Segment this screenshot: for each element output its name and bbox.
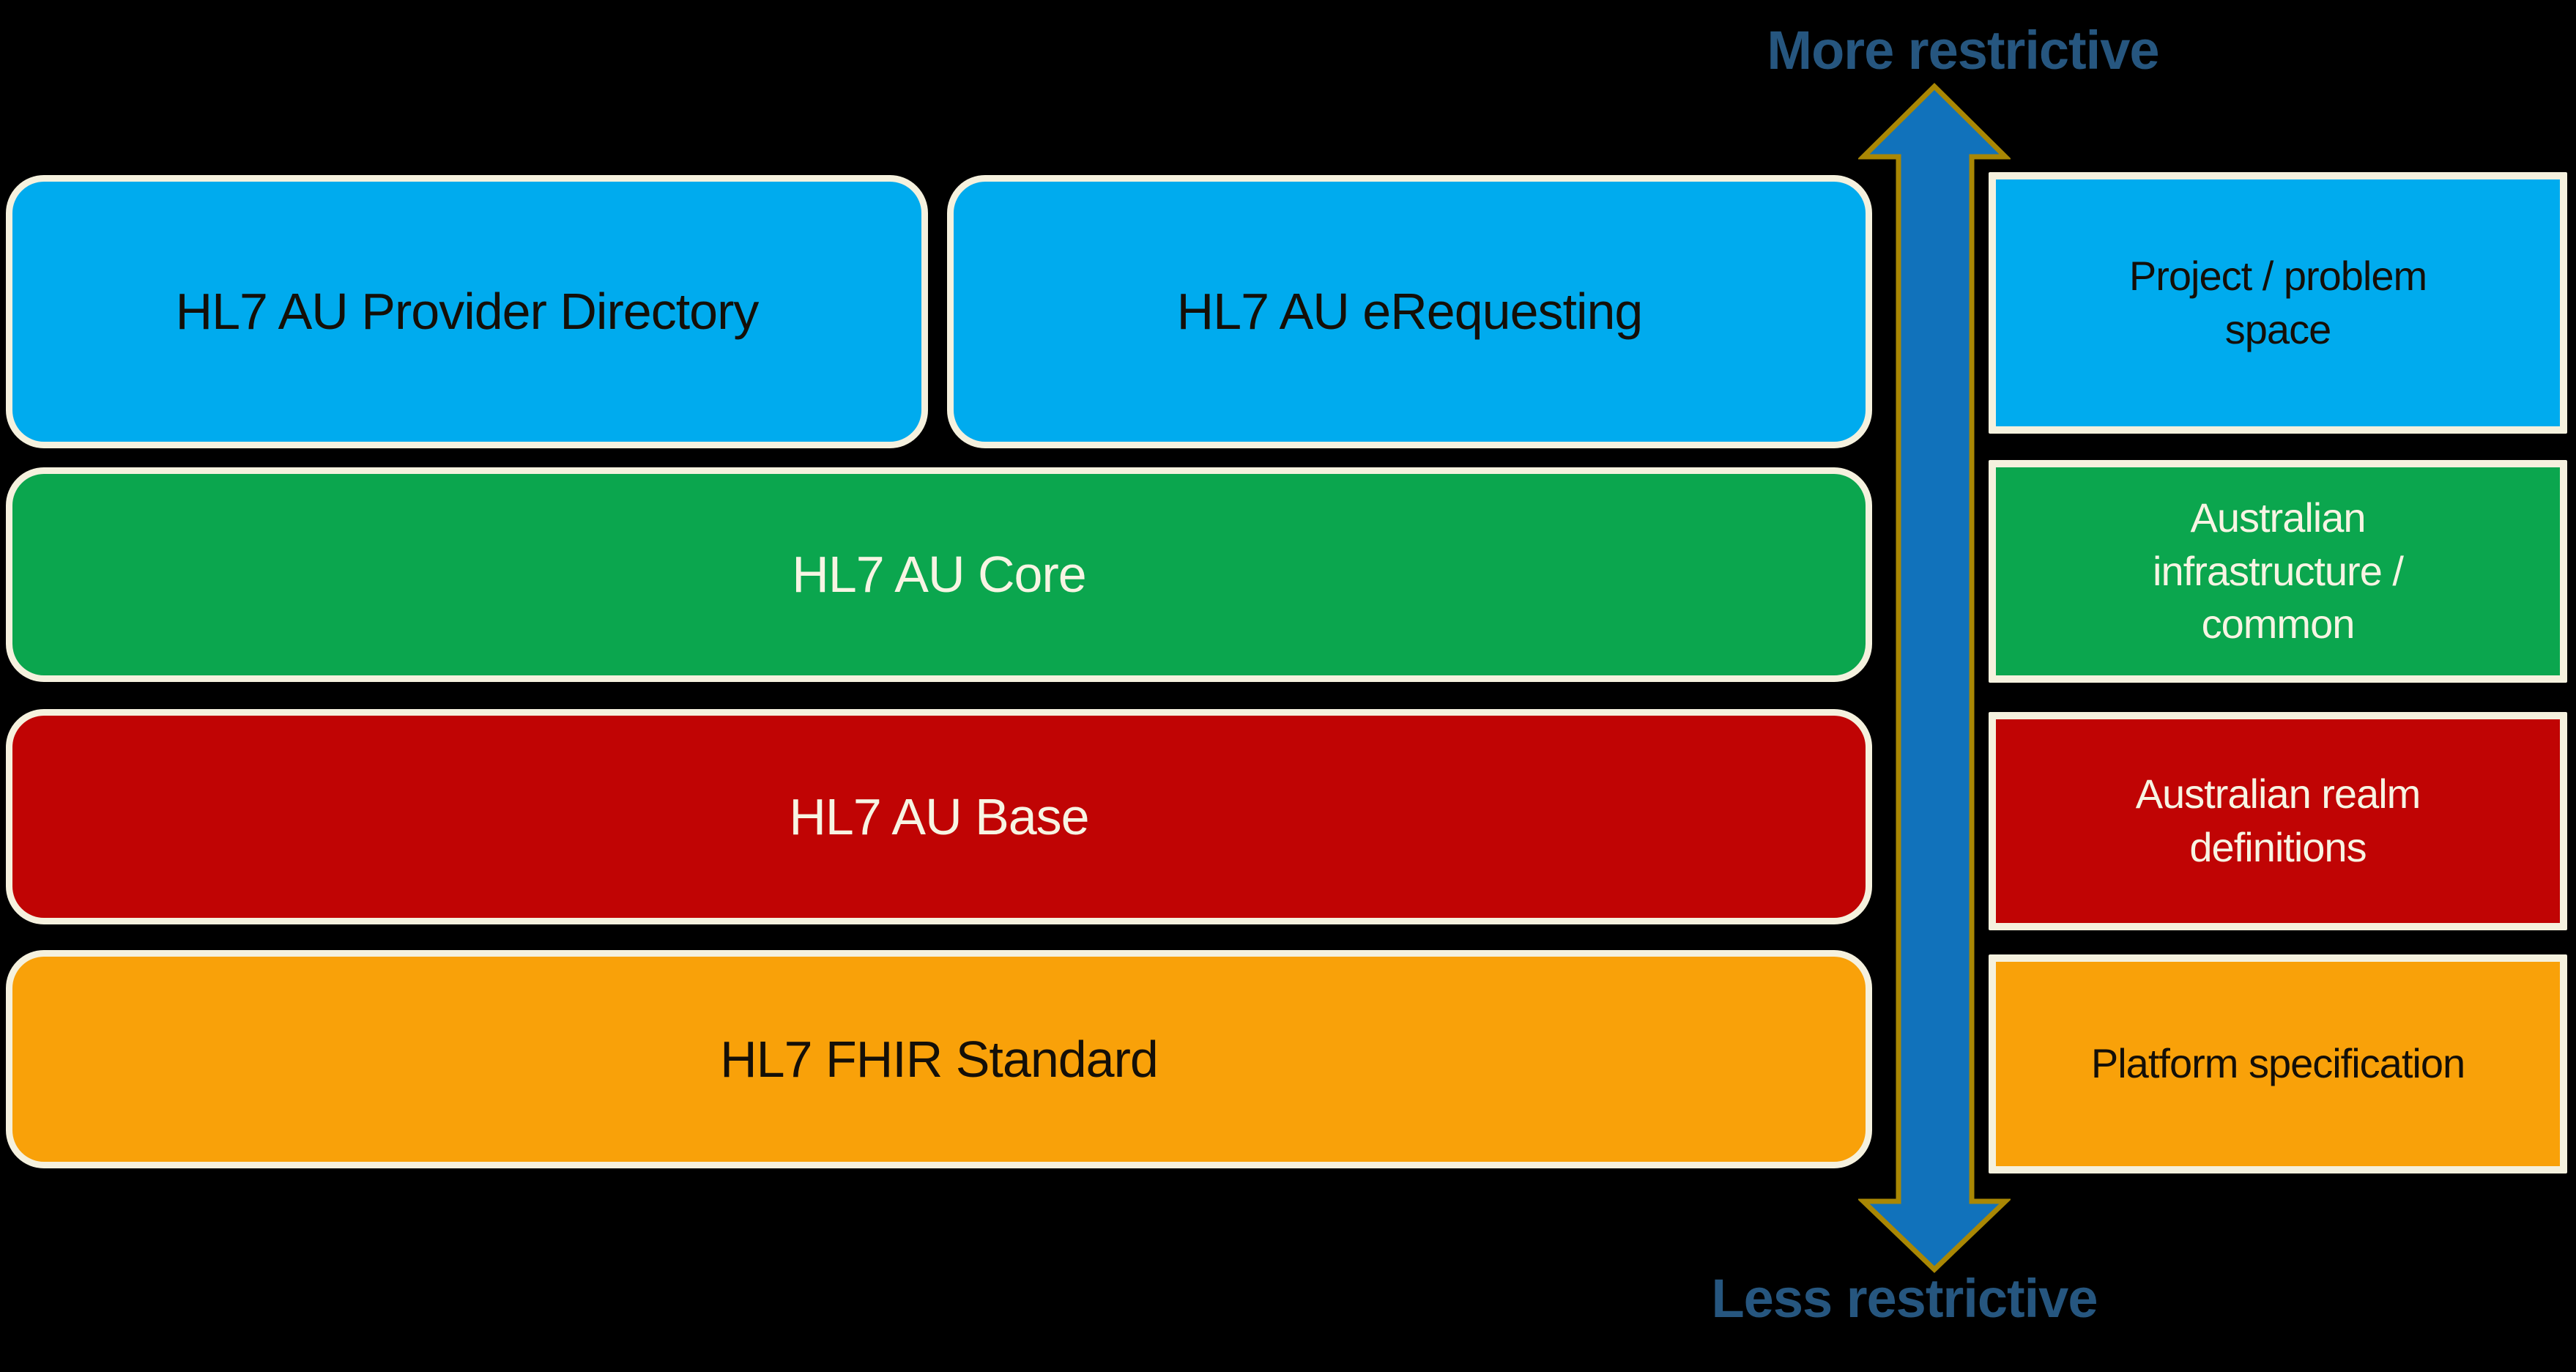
stack-box-au-core: HL7 AU Core [6, 467, 1872, 682]
annotation-australian-realm: Australian realm definitions [1989, 712, 2567, 930]
stack-box-fhir-standard: HL7 FHIR Standard [6, 950, 1872, 1168]
annotation-australian-infrastructure: Australian infrastructure / common [1989, 460, 2567, 683]
double-arrow-icon [1857, 83, 2012, 1273]
stack-box-au-base: HL7 AU Base [6, 709, 1872, 924]
annotation-project-problem-space: Project / problem space [1989, 172, 2567, 434]
stack-box-provider-directory: HL7 AU Provider Directory [6, 175, 928, 448]
more-restrictive-label: More restrictive [1767, 20, 2159, 81]
annotation-platform-specification: Platform specification [1989, 954, 2567, 1173]
stack-box-erequesting: HL7 AU eRequesting [947, 175, 1872, 448]
restrictiveness-axis [1857, 81, 2012, 1275]
double-arrow-shape [1857, 83, 2012, 1273]
less-restrictive-label: Less restrictive [1711, 1268, 2098, 1329]
